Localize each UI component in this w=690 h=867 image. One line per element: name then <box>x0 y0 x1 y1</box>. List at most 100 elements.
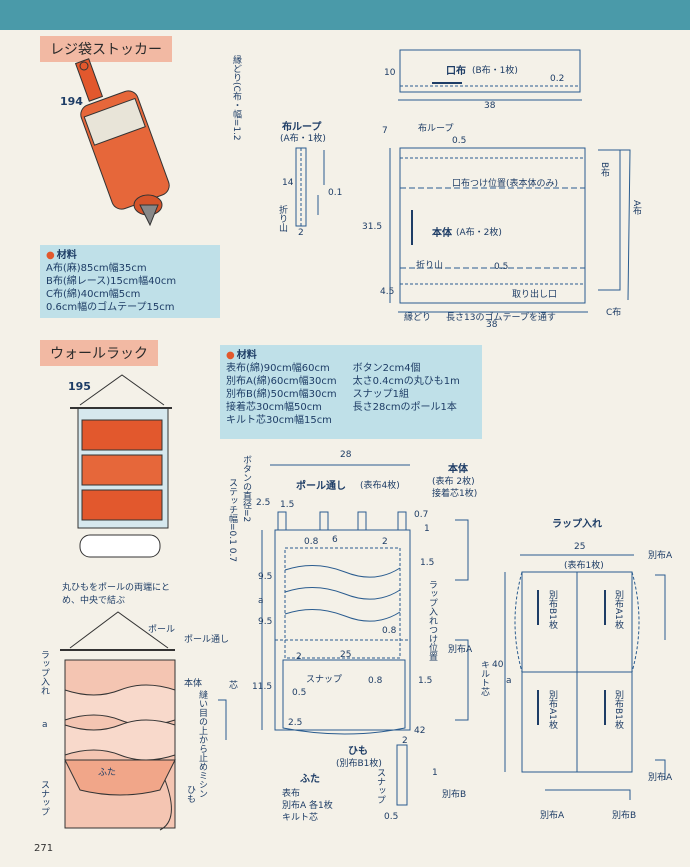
dim-6: 6 <box>332 535 338 545</box>
dim-a: a <box>258 596 264 606</box>
dim-25b: 25 <box>340 650 352 660</box>
illus-wrap: ラップ入れ <box>39 650 49 695</box>
material-line: 別布A(綿)60cm幅30cm <box>226 376 337 387</box>
side-label-b: B布 <box>599 162 609 178</box>
dim-snap: スナップ <box>306 675 343 685</box>
illus-body: 本体 <box>184 679 203 689</box>
dim-115: 11.5 <box>252 682 273 692</box>
loop-dim-01: 0.1 <box>328 188 343 198</box>
wrap-position: ラップ入れつけ位置 <box>427 580 437 661</box>
wrap-quadrant-1: 別布B1枚 <box>547 590 557 629</box>
dim-2b: 2 <box>296 652 302 662</box>
dim-08c: 0.8 <box>368 676 383 686</box>
side-label-a: A布 <box>631 200 641 216</box>
body-opening: 取り出し口 <box>512 290 558 300</box>
materials-box-194: 材料 A布(麻)85cm幅35cm B布(綿レース)15cm幅40cm C布(綿… <box>40 245 220 318</box>
material-line: 別布B(綿)50cm幅30cm <box>226 389 337 400</box>
kuchi-dim-02: 0.2 <box>550 74 565 84</box>
dim-15a: 1.5 <box>280 500 295 510</box>
body-dim-05a: 0.5 <box>452 136 467 146</box>
illus-stitch: 縫い目の上から止めミシン <box>197 690 207 798</box>
illus-futa: ふた <box>98 768 117 778</box>
hontai-sub-1: (表布 2枚) <box>432 477 475 487</box>
loop-dim-2: 2 <box>298 228 304 238</box>
kuchi-title: 口布 <box>446 66 466 77</box>
material-line: 太さ0.4cmの丸ひも1m <box>352 376 460 387</box>
wrap-dim-40: 40 <box>492 660 504 670</box>
wall-rack-illustration <box>70 374 172 558</box>
himo-title: ひも <box>348 746 368 757</box>
page-number: 271 <box>34 843 54 854</box>
bag-stocker-illustration <box>74 58 170 227</box>
dim-1: 1 <box>424 524 430 534</box>
material-line: C布(綿)40cm幅5cm <box>46 289 141 300</box>
illus-pole: ポール <box>148 625 176 635</box>
wrap-betsu-a: 別布A <box>648 551 673 561</box>
wrap-dim-a: a <box>506 676 512 686</box>
wrap-quadrant-3: 別布A1枚 <box>547 690 557 729</box>
hontai-sub-2: 接着芯1枚) <box>432 489 478 499</box>
dim-08b: 0.8 <box>382 626 397 636</box>
wrap-dim-25: 25 <box>574 542 586 552</box>
kuchi-subtitle: (B布・1枚) <box>472 66 518 76</box>
label-snap-2: スナップ <box>375 768 385 804</box>
dim-95b: 9.5 <box>258 617 273 627</box>
material-line: A布(麻)85cm幅35cm <box>46 263 147 274</box>
dim-42: 42 <box>414 726 426 736</box>
futa-line-3: キルト芯 <box>282 813 319 823</box>
item-number-195: 195 <box>68 380 91 393</box>
pole-title: ポール通し <box>296 481 346 492</box>
stitch-note: ステッチ幅=0.1 0.7 <box>227 478 237 563</box>
body-dim-7: 7 <box>382 126 388 136</box>
loop-title: 布ループ <box>282 122 322 133</box>
futa-line-2: 別布A 各1枚 <box>282 801 333 811</box>
body-dim-45: 4.5 <box>380 287 395 297</box>
item-number-194: 194 <box>60 95 83 108</box>
illus-pole-pass: ポール通し <box>184 635 230 645</box>
body-fold: 折り山 <box>416 261 444 271</box>
bias-note: 縁どり(C布・幅=1.2 <box>231 55 241 141</box>
side-label-c: C布 <box>606 308 622 318</box>
body-dim-38: 38 <box>486 320 498 330</box>
materials-heading: 材料 <box>226 349 476 362</box>
material-line: 接着芯30cm幅50cm <box>226 402 322 413</box>
body-dim-05b: 0.5 <box>494 262 509 272</box>
illustration-note: 丸ひもをポールの両端にとめ、中央で結ぶ <box>62 583 171 606</box>
kuchi-dim-10: 10 <box>384 68 396 78</box>
dim-07: 0.7 <box>414 510 429 520</box>
wall-rack-line-drawing <box>60 611 176 831</box>
body-title: 本体 <box>432 228 452 239</box>
wrap-subtitle: (表布1枚) <box>564 561 604 571</box>
material-line: 長さ28cmのポール1本 <box>352 402 457 413</box>
dim-08a: 0.8 <box>304 537 319 547</box>
dim-28: 28 <box>340 450 352 460</box>
loop-dim-14: 14 <box>282 178 294 188</box>
material-line: 0.6cm幅のゴムテープ15cm <box>46 302 175 313</box>
wrap-betsu-a-2: 別布A <box>648 773 673 783</box>
materials-box-195: 材料 表布(綿)90cm幅60cm 別布A(綿)60cm幅30cm 別布B(綿)… <box>220 345 482 439</box>
material-line: ボタン2cm4個 <box>352 363 421 374</box>
dim-25c: 2.5 <box>288 718 303 728</box>
himo-subtitle: (別布B1枚) <box>336 759 382 769</box>
loop-subtitle: (A布・1枚) <box>280 134 326 144</box>
illus-kokoro: 芯 <box>227 680 237 689</box>
body-gum-note: 長さ13のゴムテープを通す <box>446 313 556 323</box>
wrap-quadrant-4: 別布B1枚 <box>613 690 623 729</box>
wrap-title: ラップ入れ <box>552 519 602 530</box>
dim-05: 0.5 <box>292 688 307 698</box>
wrap-betsu-b: 別布B <box>612 811 637 821</box>
kuchi-dim-38: 38 <box>484 101 496 111</box>
dim-25a: 2.5 <box>256 498 271 508</box>
button-note: ボタンの直径=2 <box>241 455 251 523</box>
illus-snap: スナップ <box>39 780 49 816</box>
material-line: 表布(綿)90cm幅60cm <box>226 363 330 374</box>
dim-15c: 1.5 <box>418 676 433 686</box>
section-title-bag-stocker: レジ袋ストッカー <box>40 36 172 62</box>
body-loop-label: 布ループ <box>418 124 454 134</box>
pole-subtitle: (表布4枚) <box>360 481 400 491</box>
material-line: スナップ1組 <box>352 389 409 400</box>
body-attach-position: 口布つけ位置(表本体のみ) <box>452 179 559 189</box>
wrap-betsu-a-3: 別布A <box>540 811 565 821</box>
materials-heading: 材料 <box>46 249 214 262</box>
